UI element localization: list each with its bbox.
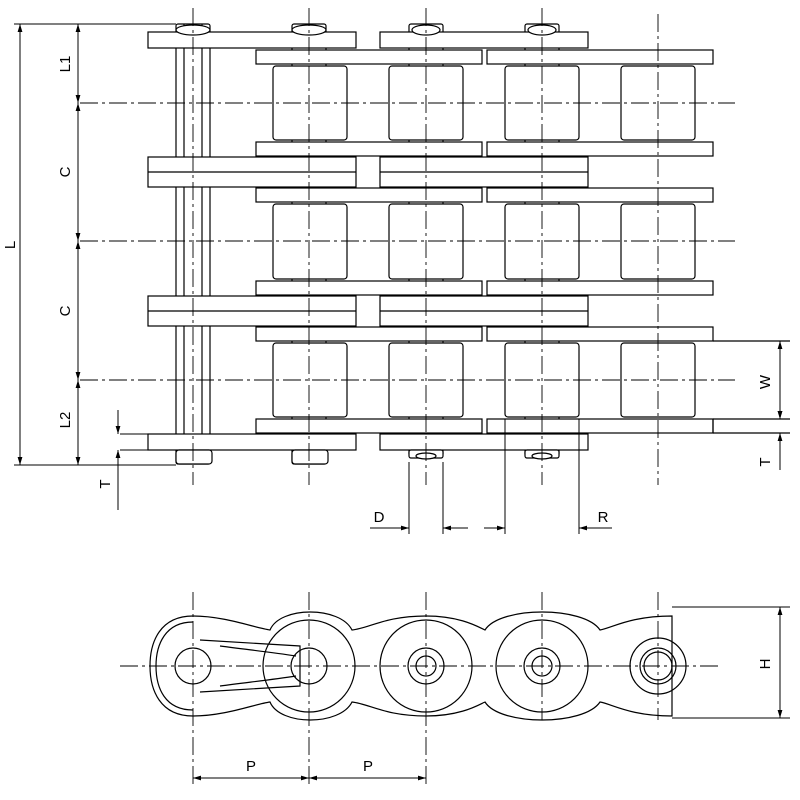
rollers [272,65,696,418]
label-W: W [757,374,774,389]
outer-plates [147,31,589,451]
label-R: R [598,509,609,526]
label-H: H [757,659,774,670]
label-C-upper: C [57,166,74,177]
label-P-second: P [363,758,373,775]
dimension-labels: L L1 C C L2 T W T D R H P P [2,56,774,775]
side-dimensions [193,606,790,781]
inner-plates [255,49,714,434]
label-P-first: P [246,758,256,775]
label-T-left: T [97,479,114,488]
label-D: D [374,509,385,526]
right-extension [712,340,790,434]
label-C-lower: C [57,305,74,316]
plan-view [147,23,790,465]
plan-dimensions [14,23,783,534]
label-L1: L1 [57,56,74,73]
label-L2: L2 [57,412,74,429]
side-center-lines [120,592,720,785]
link-plate-outline [149,611,673,721]
label-T-right: T [757,457,774,466]
label-L: L [2,241,19,249]
rivet-heads [175,24,560,465]
pins [175,23,560,465]
plan-center-lines [80,8,735,485]
